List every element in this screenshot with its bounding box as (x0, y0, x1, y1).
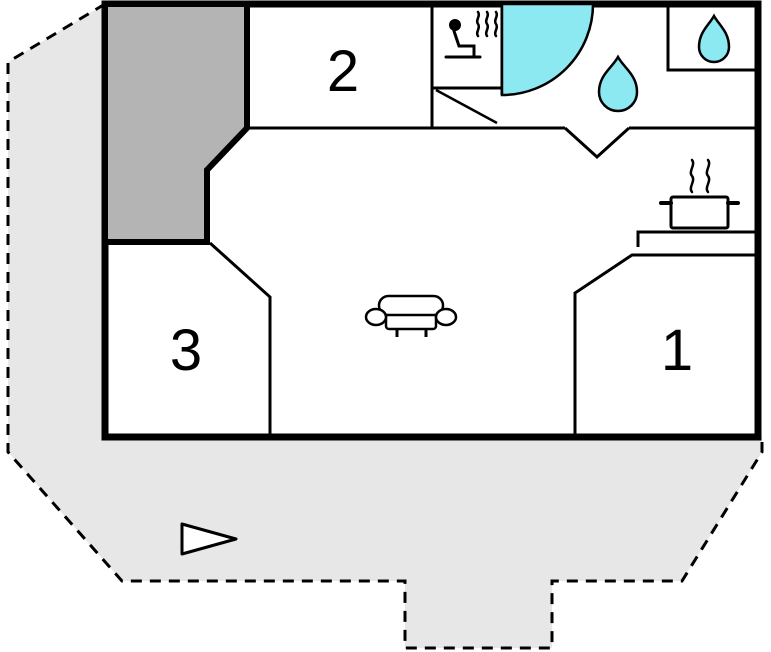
shower-icon (500, 2, 595, 97)
pot-steam-lines (689, 158, 711, 194)
room1-walls (573, 253, 758, 437)
plan-linework (6, 0, 764, 650)
pot-body (669, 195, 730, 230)
direction-arrow-icon (180, 522, 238, 556)
room-2-label: 2 (327, 39, 359, 104)
sofa-icon (364, 294, 458, 337)
sauna-person-head (449, 19, 461, 31)
room3-walls (208, 241, 272, 437)
plot-area (8, 4, 762, 648)
annex-area (102, 1, 250, 245)
sauna-steam-lines (475, 10, 499, 38)
room-labels: 2 3 1 (170, 39, 693, 383)
sofa-backrest (377, 294, 445, 317)
room-3-label: 3 (170, 318, 202, 383)
sauna-person-body (444, 29, 482, 59)
room-1-label: 1 (661, 318, 693, 383)
wc-walls (666, 4, 758, 72)
water-drop-icon (697, 13, 731, 64)
kitchen-counter (636, 230, 758, 247)
sofa-legs (395, 329, 428, 337)
sauna-door (435, 88, 498, 125)
water-drop-icon (597, 54, 639, 113)
sofa-armrest-right (434, 307, 458, 327)
sauna-icon (444, 10, 499, 59)
bathroom-door-notch (563, 126, 631, 160)
room2-walls (247, 4, 434, 130)
sofa-armrest-left (364, 307, 388, 327)
cooking-pot-icon (659, 158, 740, 230)
